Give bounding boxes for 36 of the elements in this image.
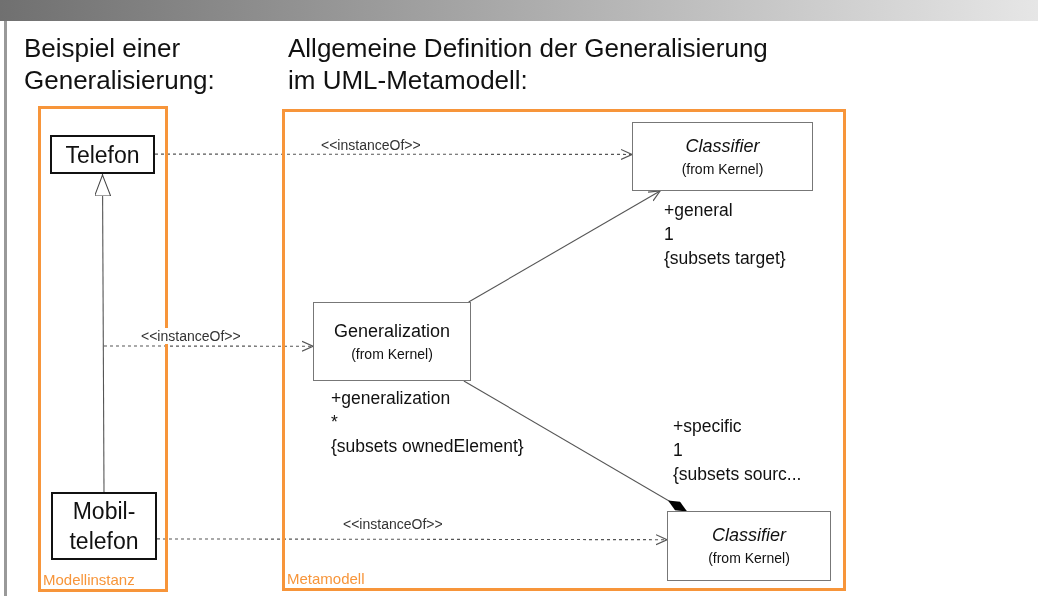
class-name: Classifier <box>685 134 760 158</box>
role-label: * <box>331 411 339 434</box>
class-name: Generalization <box>333 319 451 343</box>
role-label: +generalization <box>331 387 452 410</box>
heading-text: Allgemeine Definition der Generalisierung im UML-Metamodell: <box>288 32 769 96</box>
package-label: Modellinstanz <box>43 571 135 589</box>
class-name: Telefon <box>65 142 140 167</box>
association-arrow <box>94 173 112 493</box>
class-box <box>51 492 157 560</box>
package-label: Metamodell <box>287 570 365 588</box>
class-box <box>50 135 155 174</box>
class-note: (from Kernel) <box>351 344 433 364</box>
class-name: Mobil- telefon <box>68 497 140 556</box>
role-label: 1 <box>664 223 675 246</box>
association-arrow <box>468 190 661 303</box>
class-box <box>632 122 813 191</box>
edge-label: <<instanceOf>> <box>140 328 242 344</box>
dependency-arrow <box>103 340 314 352</box>
role-label: 1 <box>673 439 684 462</box>
role-label: {subsets ownedElement} <box>331 435 524 458</box>
class-box <box>313 302 471 381</box>
composition-line <box>463 380 688 512</box>
class-note: (from Kernel) <box>708 549 790 568</box>
role-label: {subsets target} <box>664 247 786 270</box>
class-name: Classifier <box>712 524 786 547</box>
role-label: {subsets sourc... <box>673 463 802 486</box>
role-label: +specific <box>673 415 743 438</box>
dependency-arrow <box>154 148 633 160</box>
class-box <box>667 511 831 581</box>
package-frame <box>282 109 846 591</box>
role-label: +general <box>664 199 734 222</box>
edge-label: <<instanceOf>> <box>320 137 422 153</box>
edge-label: <<instanceOf>> <box>342 516 444 532</box>
dependency-arrow <box>156 534 668 546</box>
heading-text: Beispiel einer Generalisierung: <box>24 32 216 96</box>
class-note: (from Kernel) <box>681 159 764 179</box>
